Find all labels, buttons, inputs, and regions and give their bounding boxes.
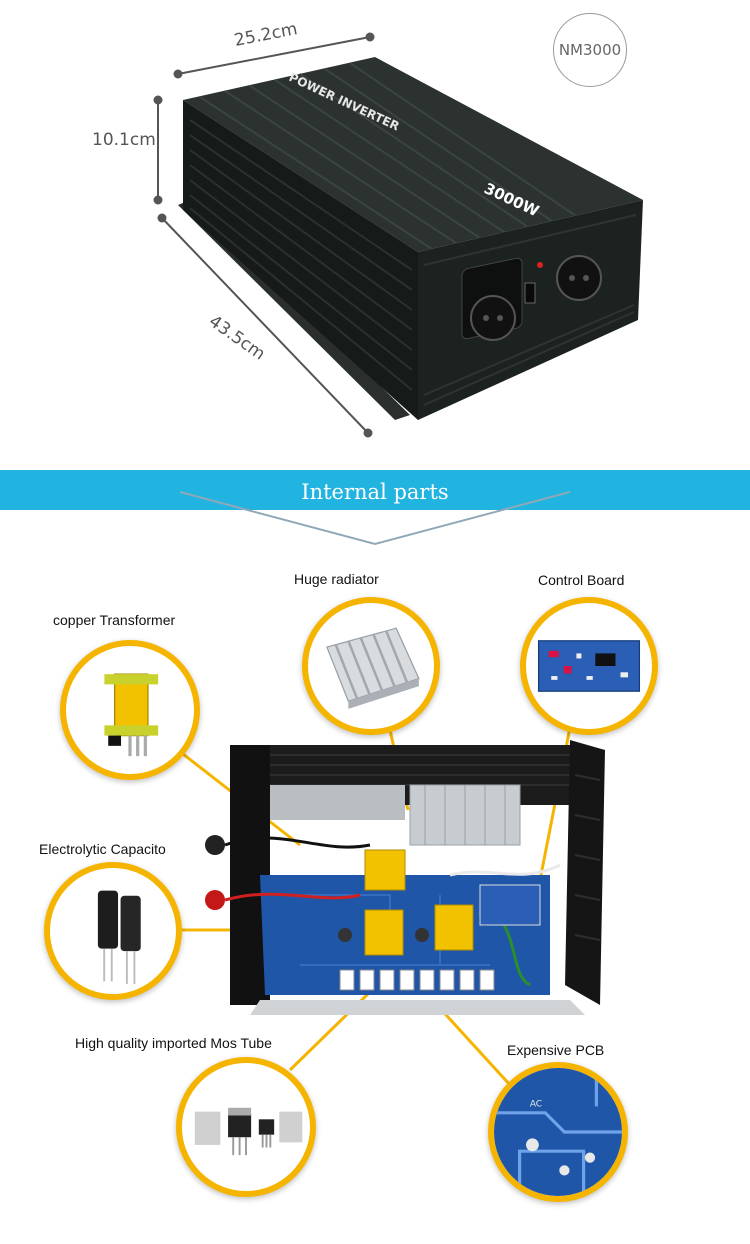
part-label-capacitor: Electrolytic Capacito (39, 841, 166, 857)
open-inverter-image (205, 740, 605, 1015)
height-dimension-label: 10.1cm (92, 130, 156, 150)
section-title: Internal parts (301, 480, 449, 504)
heatsink-icon (302, 597, 440, 735)
section-banner (0, 470, 750, 510)
pcb-icon: AC (488, 1062, 628, 1202)
mos-tube-icon (176, 1057, 316, 1197)
part-label-mos-tube: High quality imported Mos Tube (75, 1035, 272, 1051)
banner-chevron (180, 491, 570, 546)
transformer-icon (60, 640, 200, 780)
part-label-radiator: Huge radiator (294, 571, 379, 587)
model-badge: NM3000 (553, 13, 627, 87)
capacitor-icon (44, 862, 182, 1000)
part-label-pcb: Expensive PCB (507, 1042, 605, 1058)
control-board-icon (520, 597, 658, 735)
svg-text:AC: AC (530, 1099, 542, 1109)
part-label-transformer: copper Transformer (53, 612, 176, 628)
inverter-product-image: POWER INVERTER 3000W (153, 32, 643, 438)
part-label-control-board: Control Board (538, 572, 625, 588)
